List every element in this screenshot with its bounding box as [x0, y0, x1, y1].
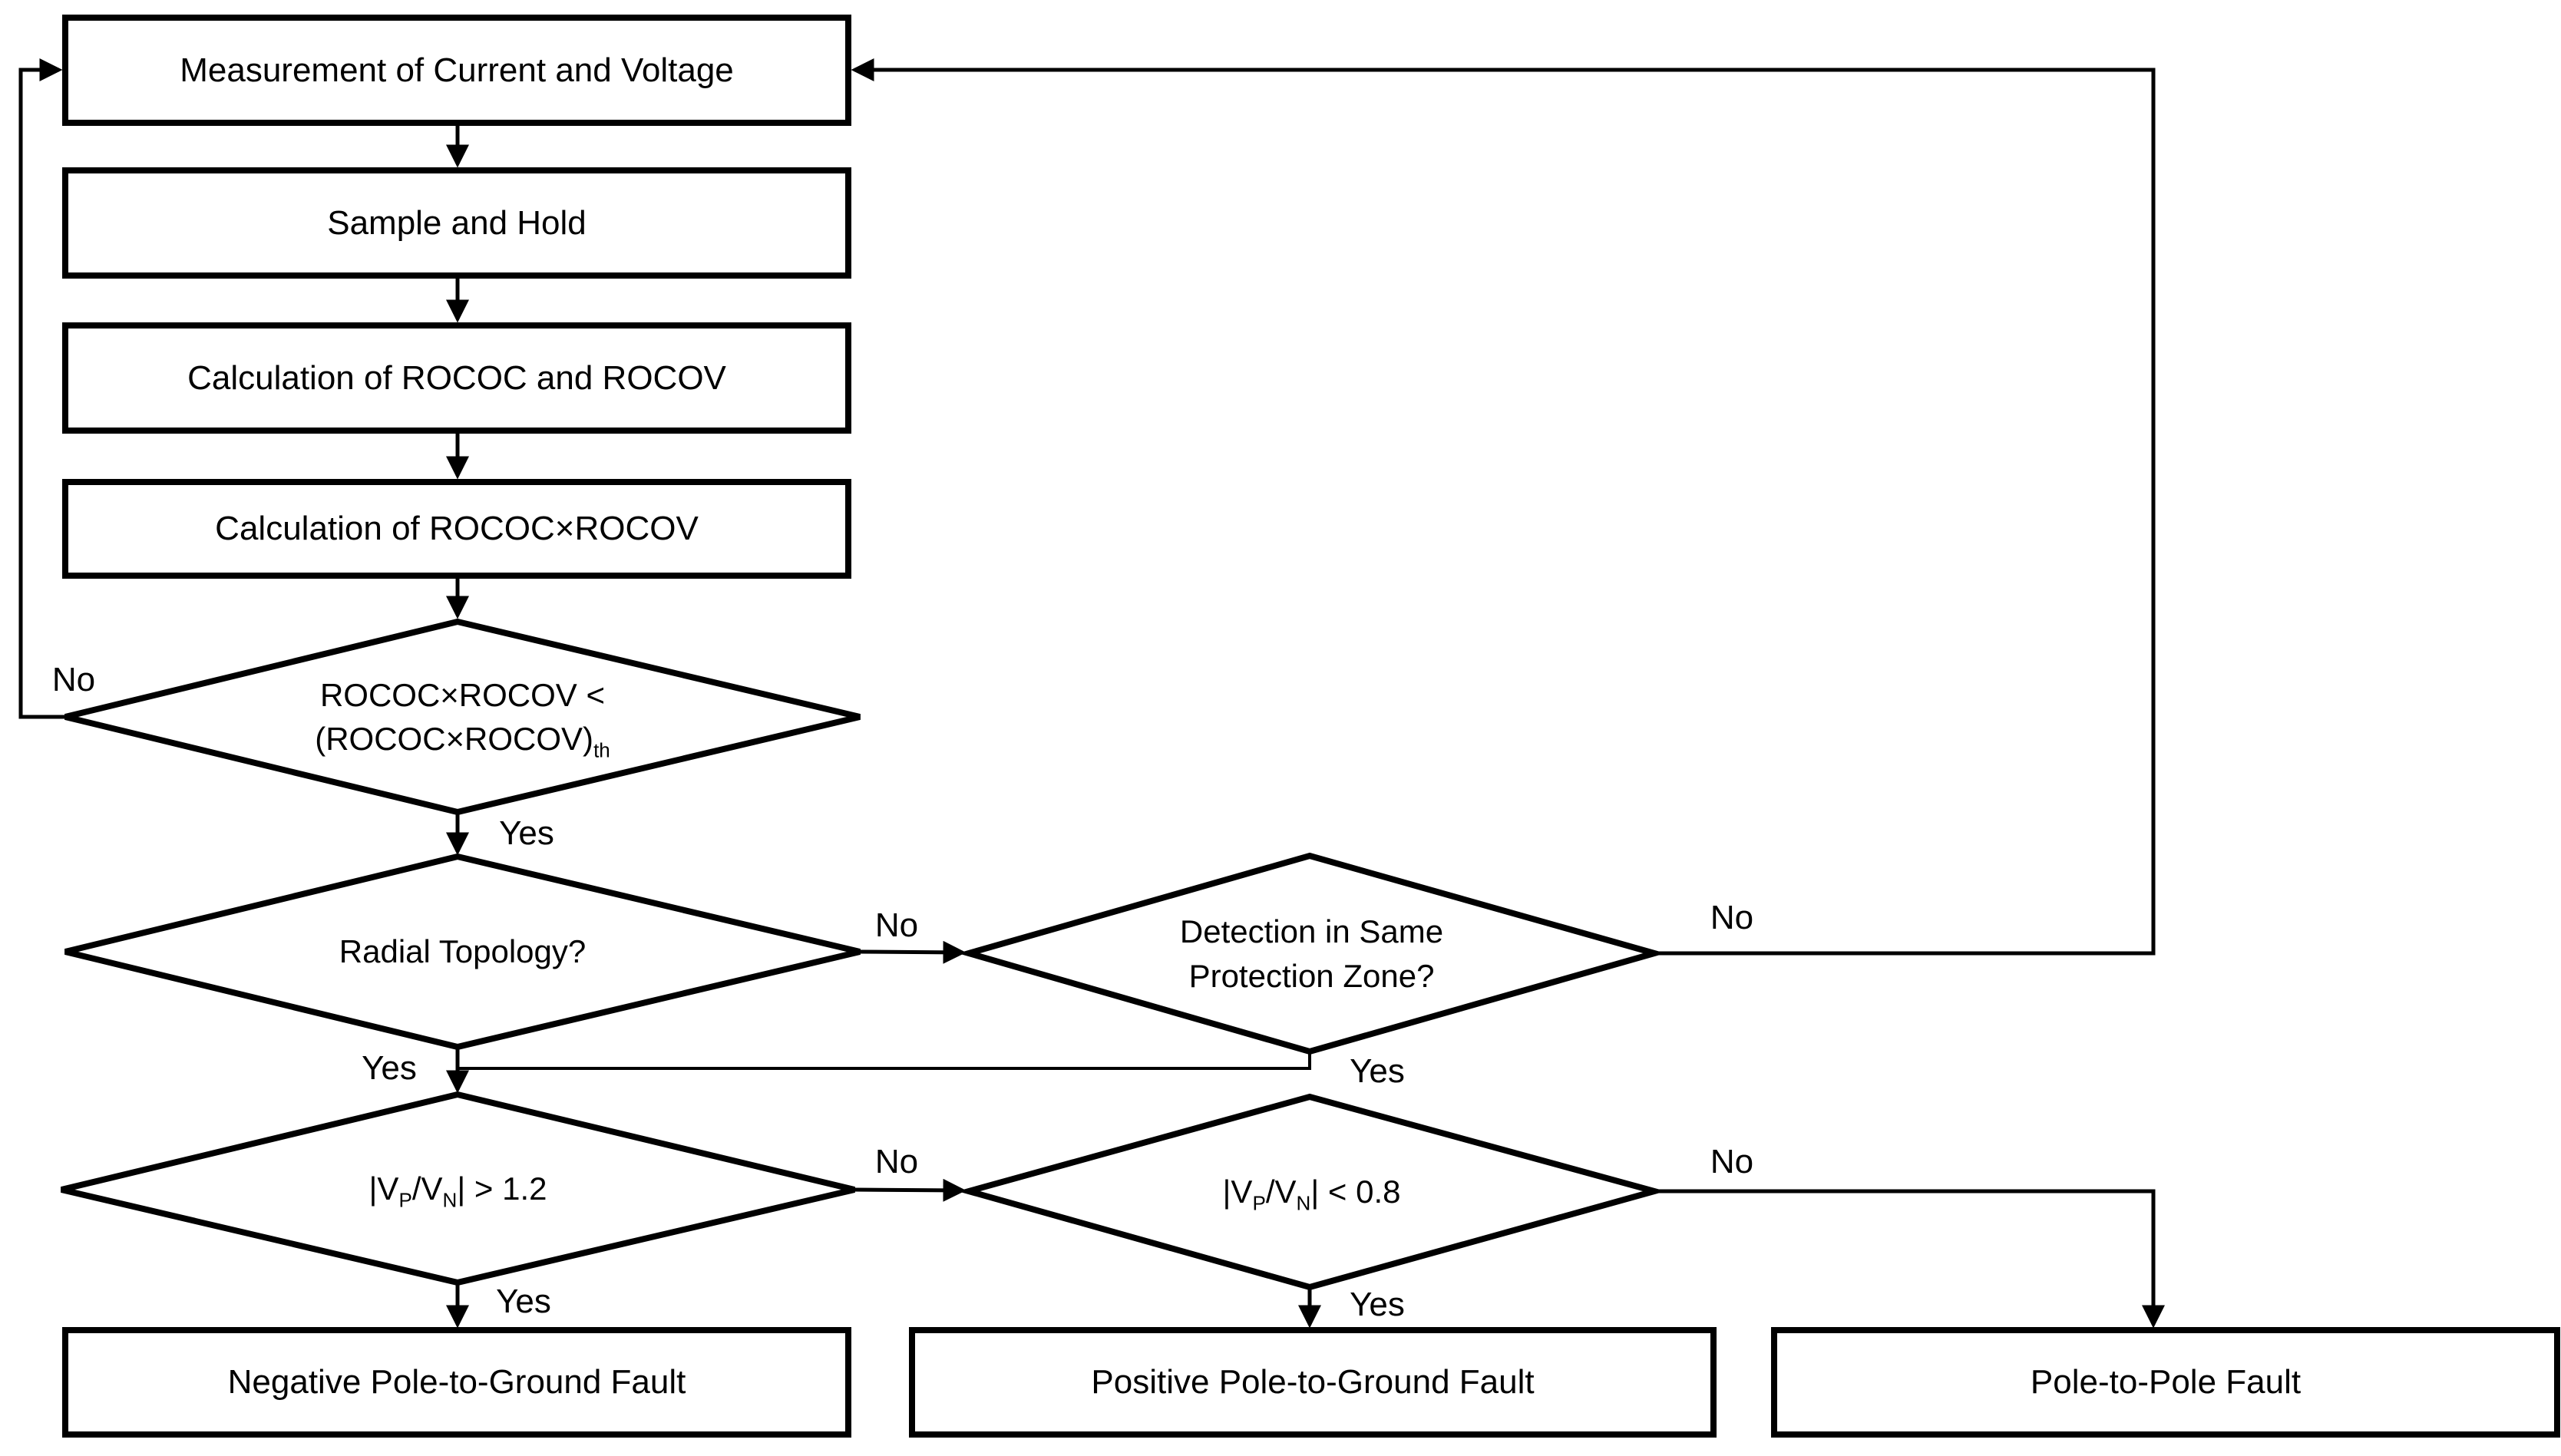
outcome-box-negative-fault-label: Negative Pole-to-Ground Fault: [227, 1363, 686, 1402]
label-zone-no: No: [1710, 899, 1754, 936]
vp-gt-seg3: | > 1.2: [457, 1170, 547, 1207]
label-radial-yes: Yes: [362, 1049, 417, 1087]
decision-threshold-line2-main: (ROCOC×ROCOV): [315, 721, 594, 757]
decision-vp-vn-lt-shape: [957, 1093, 1667, 1291]
vp-lt-seg2: /V: [1265, 1174, 1297, 1210]
label-radial-no: No: [874, 906, 919, 944]
outcome-box-pole-to-pole-label: Pole-to-Pole Fault: [2030, 1363, 2302, 1402]
decision-same-zone-shape: [957, 852, 1666, 1055]
vp-gt-seg1: |V: [368, 1170, 399, 1207]
label-vp-gt-no: No: [874, 1143, 919, 1180]
vp-lt-sub1: P: [1252, 1191, 1266, 1215]
decision-vp-vn-gt-label: |VP/VN| > 1.2: [61, 1094, 854, 1283]
process-box-calc-product-label: Calculation of ROCOC×ROCOV: [215, 510, 699, 548]
connector-zone-yes-merge: [458, 1052, 1311, 1070]
vp-lt-seg3: | < 0.8: [1310, 1174, 1401, 1210]
label-vp-lt-yes: Yes: [1350, 1286, 1405, 1323]
process-box-measurement-label: Measurement of Current and Voltage: [180, 51, 734, 89]
process-box-sample-hold-shape: [62, 167, 851, 279]
decision-vp-vn-gt-shape: [61, 1091, 855, 1286]
decision-threshold-line2: (ROCOC×ROCOV)th: [315, 717, 610, 761]
vp-lt-sub2: N: [1296, 1191, 1311, 1215]
connector-vp-low-no-to-pole-to-pole: [1654, 1189, 2165, 1329]
label-zone-yes: Yes: [1350, 1052, 1405, 1090]
decision-same-zone-line2: Protection Zone?: [1188, 957, 1435, 994]
decision-threshold-line2-subscript: th: [593, 738, 610, 762]
decision-vp-vn-gt-formula: |VP/VN| > 1.2: [369, 1167, 547, 1210]
outcome-box-pole-to-pole-shape: [1771, 1327, 2560, 1438]
decision-radial-topology-label: Radial Topology?: [339, 933, 587, 970]
vp-lt-seg1: |V: [1222, 1174, 1253, 1210]
outcome-box-negative-fault-shape: [62, 1327, 851, 1438]
vp-gt-sub1: P: [398, 1188, 412, 1212]
decision-vp-vn-lt-label: |VP/VN| < 0.8: [969, 1097, 1654, 1287]
label-threshold-yes: Yes: [499, 814, 554, 852]
decision-threshold-shape: [64, 618, 861, 816]
vp-gt-seg2: /V: [411, 1170, 443, 1207]
decision-threshold-line1: ROCOC×ROCOV <: [319, 676, 606, 713]
connector-radial-no-to-zone: [859, 940, 967, 964]
decision-same-zone-line1: Detection in Same: [1179, 913, 1444, 950]
outcome-box-positive-fault-label: Positive Pole-to-Ground Fault: [1091, 1363, 1535, 1402]
process-box-measurement-shape: [62, 15, 851, 126]
connector-threshold-no-loop: [18, 58, 65, 719]
process-box-calc-rococ-rocov-shape: [62, 322, 851, 434]
label-vp-lt-no: No: [1710, 1143, 1754, 1180]
decision-radial-topology-shape: [64, 853, 861, 1051]
connector-zone-no-loop: [851, 58, 2156, 956]
label-threshold-no: No: [51, 661, 96, 698]
vp-gt-sub2: N: [442, 1188, 458, 1212]
decision-vp-vn-lt-formula: |VP/VN| < 0.8: [1223, 1170, 1401, 1213]
process-box-sample-hold-label: Sample and Hold: [327, 203, 587, 242]
decision-same-zone-label: Detection in Same Protection Zone?: [969, 856, 1654, 1052]
process-box-calc-product-shape: [62, 479, 851, 579]
label-vp-gt-yes: Yes: [496, 1283, 551, 1320]
decision-threshold-label: ROCOC×ROCOV < (ROCOC×ROCOV)th: [65, 622, 860, 812]
outcome-box-positive-fault-shape: [909, 1327, 1717, 1438]
process-box-calc-rococ-rocov-label: Calculation of ROCOC and ROCOV: [187, 358, 726, 397]
